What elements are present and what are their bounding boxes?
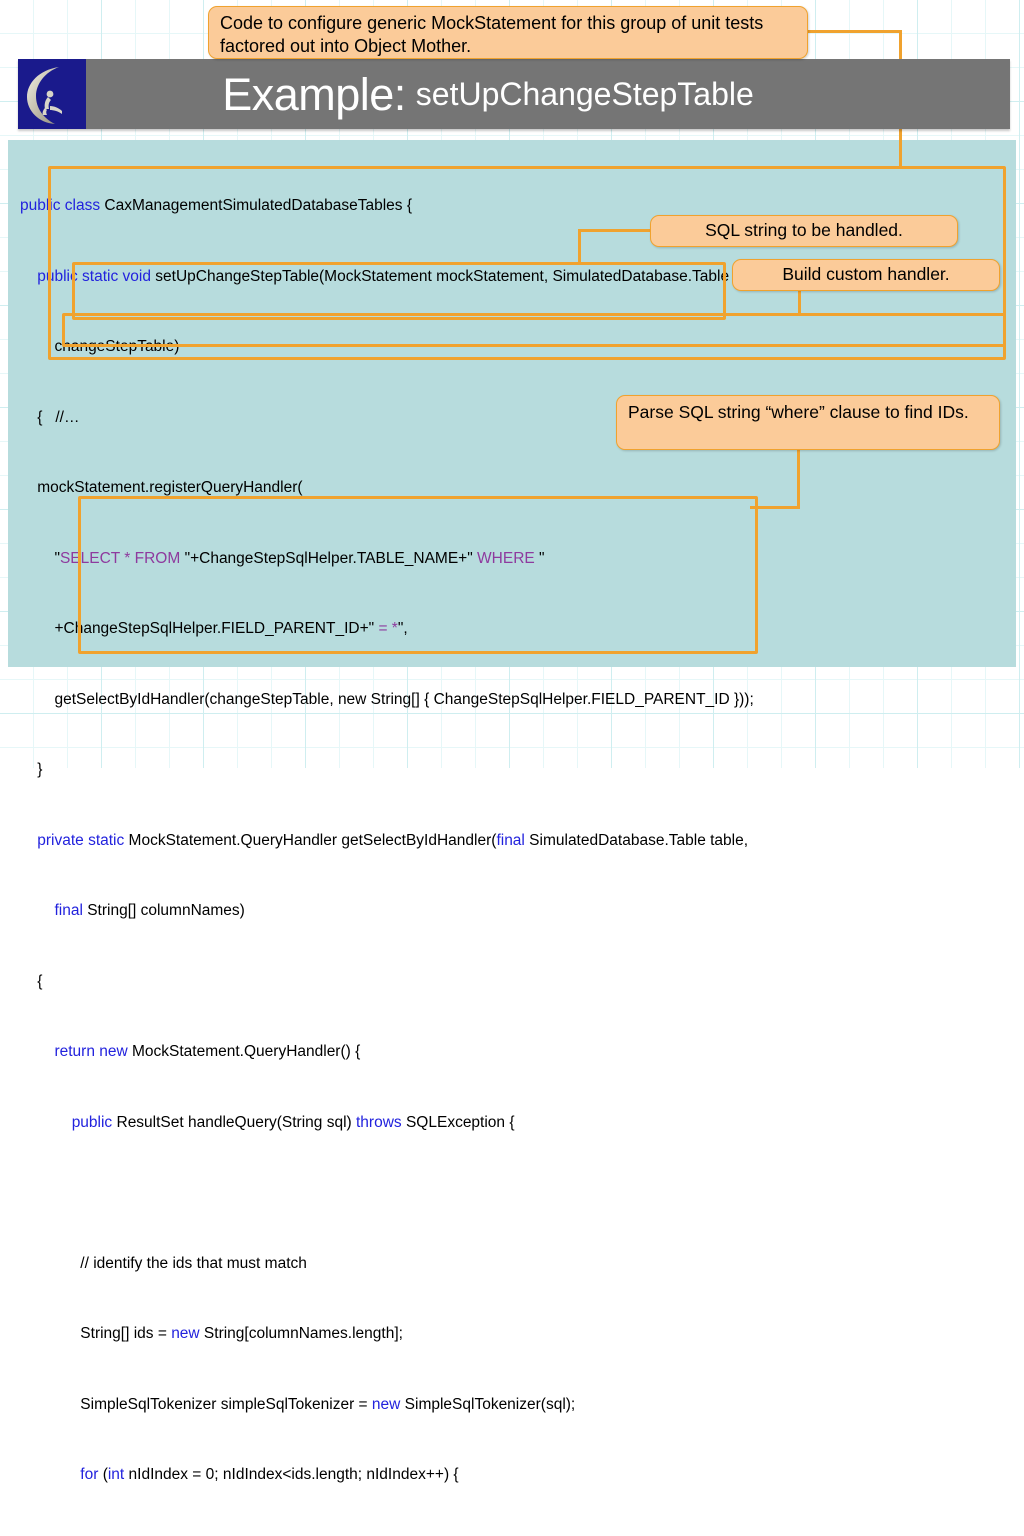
code-keyword: new (171, 1325, 199, 1342)
code-keyword: return new (54, 1043, 127, 1060)
code-text: mockStatement.registerQueryHandler( (37, 479, 302, 496)
code-text: getSelectByIdHandler(changeStepTable, ne… (54, 691, 753, 708)
code-line-12: { (20, 970, 1010, 994)
code-line-9: } (20, 758, 1010, 782)
code-keyword: private static (37, 832, 124, 849)
code-line-19: ids[nIdIndex] = simpleSqlTokenizer.getNe… (20, 1534, 1010, 1536)
callout-parse-where: Parse SQL string “where” clause to find … (616, 395, 1000, 450)
code-text: ( (98, 1466, 107, 1483)
code-line-15: // identify the ids that must match (20, 1252, 1010, 1276)
connector-build-vertical (798, 290, 801, 315)
highlight-box-custom-handler (62, 313, 1006, 347)
connector-sql-vertical (578, 229, 581, 264)
connector-parse-vertical (797, 449, 800, 509)
page-title: Example: setUpChangeStepTable (86, 59, 1010, 129)
code-line-14: public ResultSet handleQuery(String sql)… (20, 1111, 1010, 1135)
page-title-subject: setUpChangeStepTable (416, 78, 754, 110)
callout-object-mother: Code to configure generic MockStatement … (208, 6, 808, 59)
code-line-11: final String[] columnNames) (20, 899, 1010, 923)
code-line-10: private static MockStatement.QueryHandle… (20, 829, 1010, 853)
code-blank-line (20, 1181, 1010, 1205)
highlight-box-parse-where (78, 496, 758, 654)
code-text: SQLException { (402, 1114, 515, 1131)
code-text: nIdIndex = 0; nIdIndex<ids.length; nIdIn… (124, 1466, 458, 1483)
code-text: String[] columnNames) (83, 902, 245, 919)
code-keyword: throws (356, 1114, 402, 1131)
code-text: SimpleSqlTokenizer simpleSqlTokenizer = (80, 1396, 372, 1413)
code-text: SimulatedDatabase.Table table, (525, 832, 748, 849)
connector-sql-horizontal (578, 229, 652, 232)
code-text: { //… (37, 409, 79, 426)
highlight-box-sql-string (72, 262, 726, 320)
code-keyword: public (72, 1114, 113, 1131)
slide-title-bar: Example: setUpChangeStepTable (18, 59, 1010, 129)
code-text: String[columnNames.length]; (200, 1325, 403, 1342)
connector-top-horizontal (806, 30, 902, 33)
code-text: String[] ids = (80, 1325, 171, 1342)
connector-parse-horizontal (750, 506, 800, 509)
code-keyword: final (54, 902, 82, 919)
callout-sql-string: SQL string to be handled. (650, 215, 958, 247)
code-line-8: getSelectByIdHandler(changeStepTable, ne… (20, 688, 1010, 712)
code-comment: // identify the ids that must match (80, 1255, 307, 1272)
code-text: } (37, 761, 42, 778)
code-text: MockStatement.QueryHandler getSelectById… (124, 832, 496, 849)
code-keyword: for (80, 1466, 98, 1483)
code-keyword: new (372, 1396, 400, 1413)
code-keyword: final (496, 832, 524, 849)
code-line-13: return new MockStatement.QueryHandler() … (20, 1040, 1010, 1064)
code-keyword: int (108, 1466, 124, 1483)
code-line-18: for (int nIdIndex = 0; nIdIndex<ids.leng… (20, 1463, 1010, 1487)
code-text: SimpleSqlTokenizer(sql); (400, 1396, 575, 1413)
code-text: { (37, 973, 42, 990)
code-line-16: String[] ids = new String[columnNames.le… (20, 1322, 1010, 1346)
callout-build-handler: Build custom handler. (732, 259, 1000, 291)
page-title-main: Example: (222, 72, 406, 117)
code-line-17: SimpleSqlTokenizer simpleSqlTokenizer = … (20, 1393, 1010, 1417)
crescent-moon-with-seated-figure-logo (18, 59, 86, 129)
code-text: MockStatement.QueryHandler() { (128, 1043, 361, 1060)
code-text: ResultSet handleQuery(String sql) (112, 1114, 356, 1131)
